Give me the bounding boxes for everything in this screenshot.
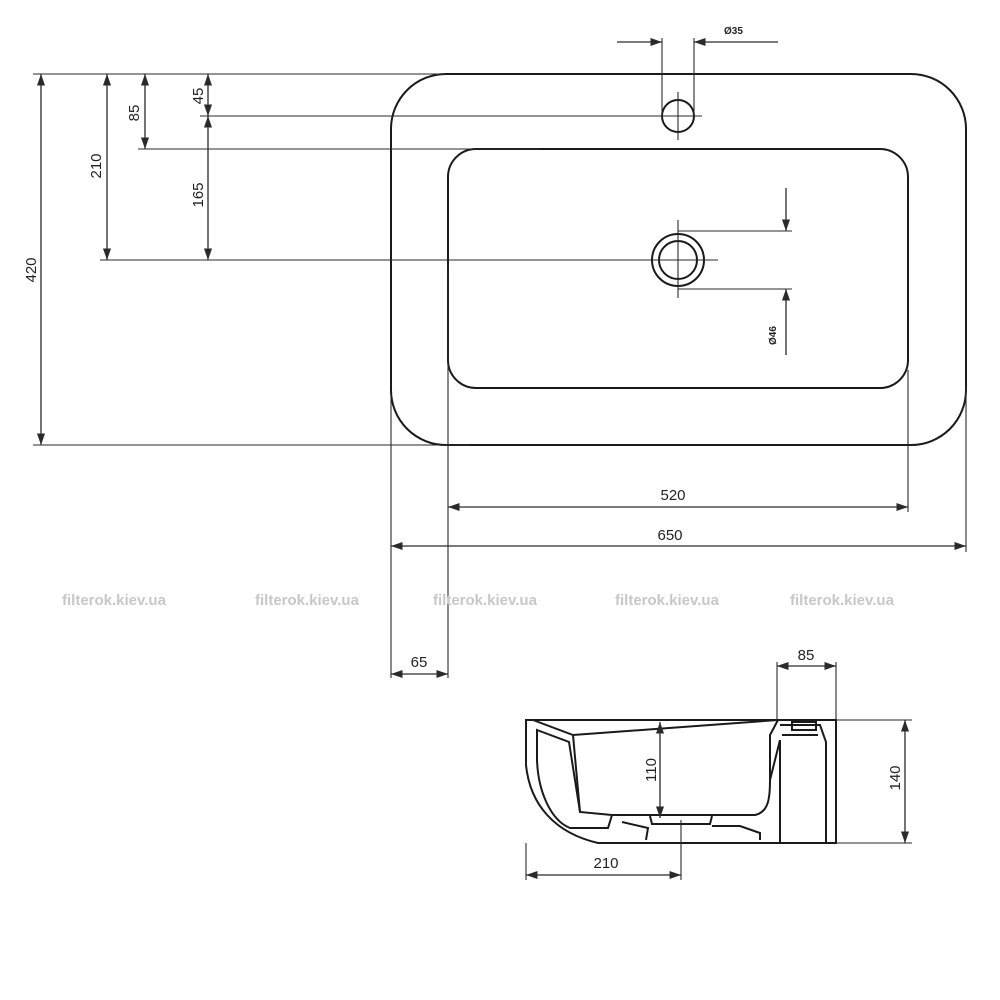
watermark: filterok.kiev.ua — [615, 592, 720, 609]
dim-drain-offset: 210 — [593, 855, 618, 872]
dim-tap-from-back: 45 — [190, 88, 207, 105]
watermark: filterok.kiev.ua — [255, 592, 360, 609]
dim-bowl-from-back: 85 — [126, 105, 143, 122]
dim-bowl-width: 520 — [660, 487, 685, 504]
side-view: 85 110 140 210 — [525, 647, 912, 880]
dim-drain-from-back: 210 — [88, 153, 105, 178]
dim-bowl-depth: 110 — [643, 758, 660, 782]
watermark: filterok.kiev.ua — [790, 592, 895, 609]
dim-tap-hole-diameter: Ø35 — [724, 26, 743, 37]
dim-total-width: 650 — [657, 527, 682, 544]
dim-drain-hole-diameter: Ø46 — [768, 326, 779, 345]
dim-drain-from-bowl: 165 — [190, 182, 207, 207]
top-view: 420 210 85 45 165 Ø35 Ø46 520 — [23, 26, 967, 679]
watermark-row: filterok.kiev.ua filterok.kiev.ua filter… — [62, 592, 895, 609]
watermark: filterok.kiev.ua — [62, 592, 167, 609]
dim-total-depth: 420 — [23, 257, 40, 282]
dim-total-height: 140 — [887, 765, 904, 790]
drain-hole — [640, 220, 718, 298]
watermark: filterok.kiev.ua — [433, 592, 538, 609]
dim-top-ledge: 85 — [798, 647, 815, 664]
side-profile-outer — [525, 719, 837, 844]
dim-side-ledge: 65 — [411, 654, 428, 671]
